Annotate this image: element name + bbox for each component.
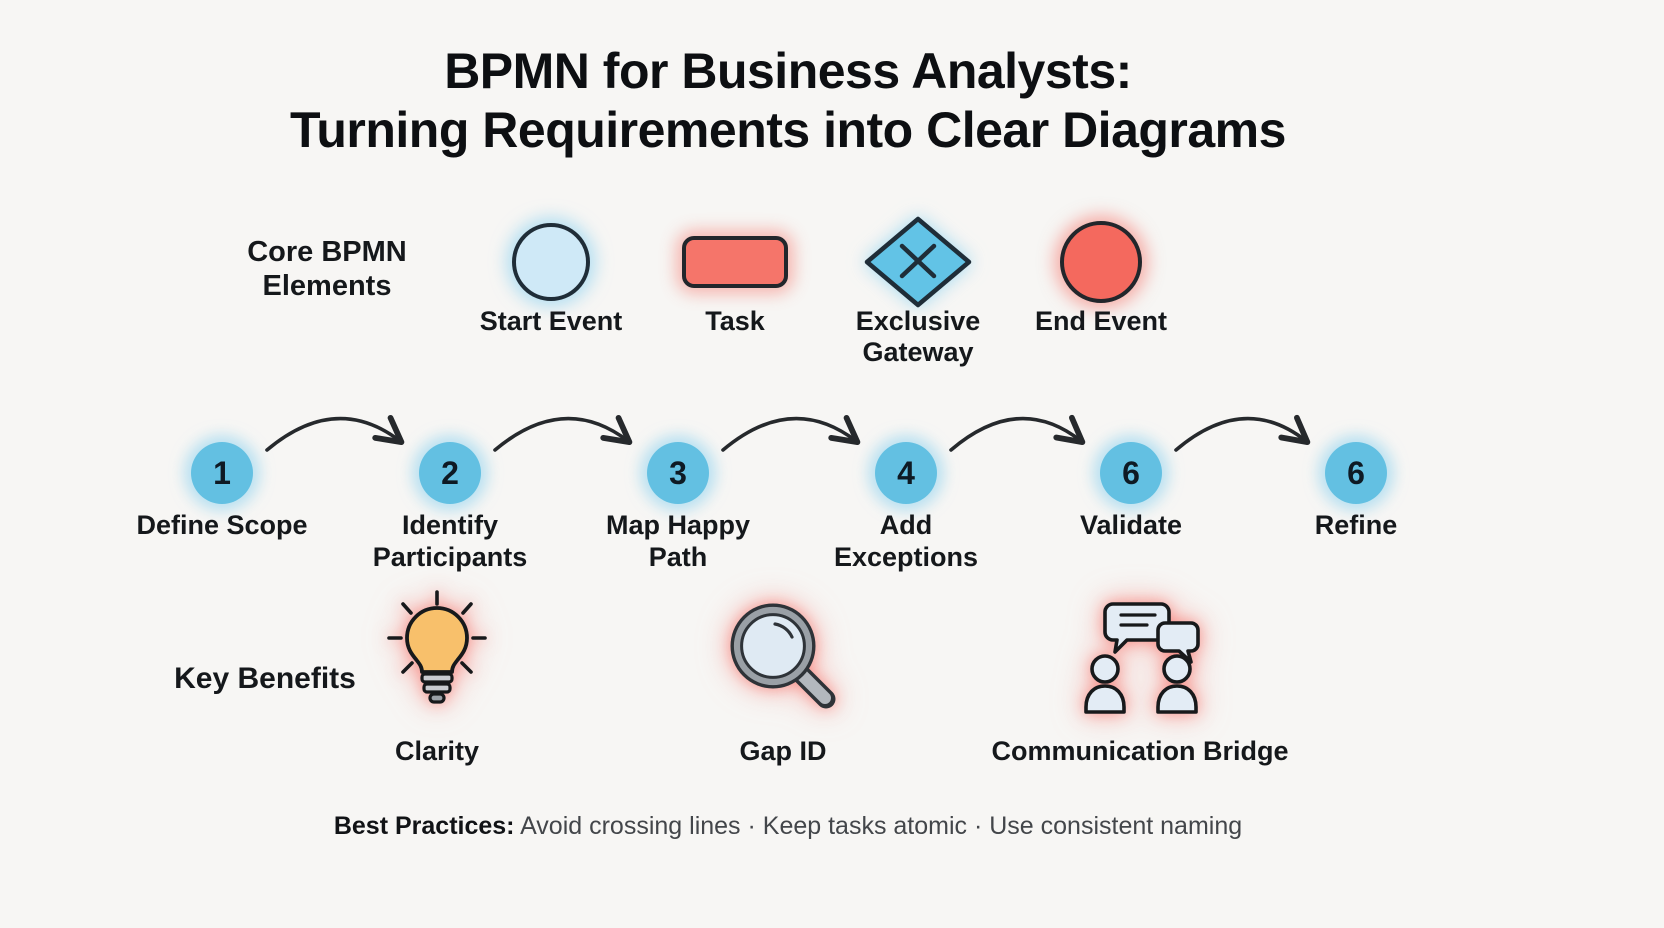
start-event-circle-icon	[512, 223, 590, 301]
key-benefits-section-label: Key Benefits	[174, 662, 356, 695]
step-2-number: 2	[441, 454, 459, 491]
step-6-number: 6	[1347, 454, 1365, 491]
task-rectangle-icon	[682, 236, 788, 288]
arrow-step1-step2	[265, 414, 405, 452]
benefit-clarity-label: Clarity	[394, 736, 480, 766]
step-4-label: Add Exceptions	[833, 510, 979, 572]
best-practices-label: Best Practices:	[333, 812, 515, 840]
end-event-circle-icon	[1060, 221, 1142, 303]
arrow-step3-step4	[721, 414, 861, 452]
step-6-circle: 6	[1325, 442, 1387, 504]
flow-arrows	[265, 414, 1311, 452]
arrow-step2-step3	[493, 414, 633, 452]
people-chat-icon	[1084, 602, 1200, 714]
step-1-label: Define Scope	[136, 510, 308, 540]
best-practices-text: Avoid crossing lines · Keep tasks atomic…	[514, 812, 1243, 840]
exclusive-gateway-label: Exclusive Gateway	[855, 306, 981, 368]
arrow-step5-step6	[1174, 414, 1311, 452]
step-1-circle: 1	[191, 442, 253, 504]
exclusive-gateway-diamond-icon	[864, 216, 972, 308]
arrow-step4-step5	[949, 414, 1086, 452]
best-practices-footer: Best Practices: Avoid crossing lines · K…	[0, 812, 1576, 841]
magnifying-glass-icon	[730, 603, 836, 709]
lightbulb-icon	[387, 590, 487, 704]
step-1-number: 1	[213, 454, 231, 491]
benefit-communication-bridge-label: Communication Bridge	[991, 736, 1289, 766]
task-label: Task	[705, 306, 765, 336]
step-5-number: 6	[1122, 454, 1140, 491]
step-3-label: Map Happy Path	[605, 510, 751, 572]
core-elements-section-label: Core BPMN Elements	[247, 236, 407, 302]
step-4-number: 4	[897, 454, 915, 491]
step-3-circle: 3	[647, 442, 709, 504]
end-event-label: End Event	[1034, 306, 1168, 336]
step-3-number: 3	[669, 454, 687, 491]
step-2-circle: 2	[419, 442, 481, 504]
benefit-gap-id-label: Gap ID	[739, 736, 827, 766]
step-5-circle: 6	[1100, 442, 1162, 504]
step-2-label: Identify Participants	[372, 510, 528, 572]
step-6-label: Refine	[1314, 510, 1398, 540]
step-4-circle: 4	[875, 442, 937, 504]
page-title: BPMN for Business Analysts: Turning Requ…	[290, 43, 1286, 158]
start-event-label: Start Event	[479, 306, 623, 336]
step-5-label: Validate	[1079, 510, 1183, 540]
